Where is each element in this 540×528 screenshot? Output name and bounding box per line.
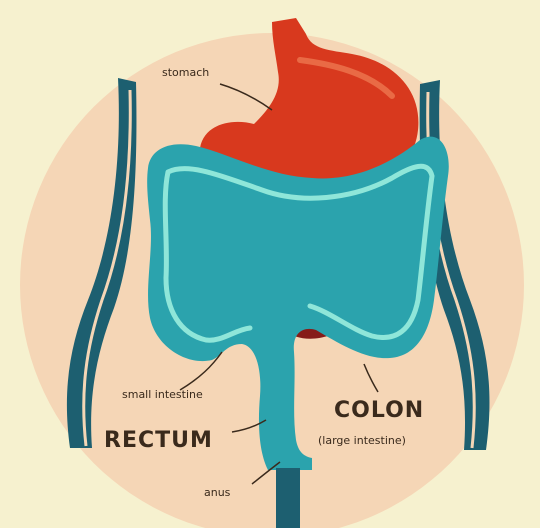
rectum-tail <box>276 468 300 528</box>
anus-label: anus <box>204 486 230 499</box>
stomach-label: stomach <box>162 66 209 79</box>
small-intestine-label: small intestine <box>122 388 203 401</box>
rectum-label: RECTUM <box>104 428 213 453</box>
colon-label: COLON <box>334 398 424 423</box>
large-intestine-label: (large intestine) <box>318 434 406 447</box>
